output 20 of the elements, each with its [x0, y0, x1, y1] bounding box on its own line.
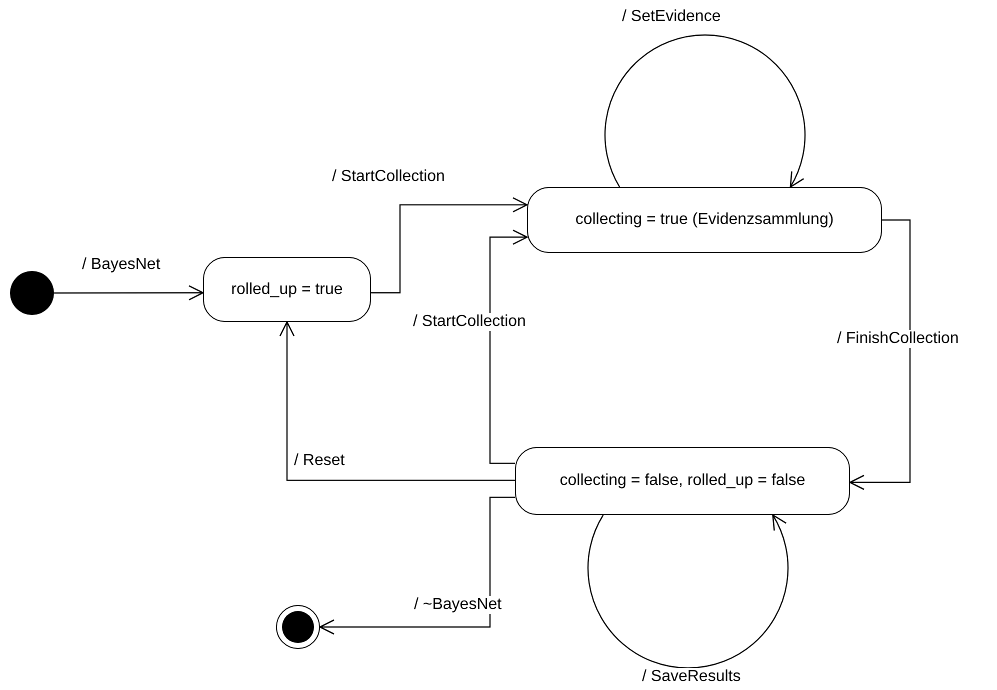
- transition-arrow: [849, 219, 911, 490]
- transition-arrow: [604, 34, 806, 188]
- transition-arrow: [279, 321, 515, 481]
- state-label: collecting = true (Evidenzsammlung): [575, 211, 834, 229]
- transition-arrow: [588, 514, 788, 668]
- transition-arrow: [319, 496, 515, 635]
- transition-arrow: [489, 230, 528, 464]
- edge-label: / BayesNet: [80, 256, 162, 274]
- state-box: [203, 257, 371, 322]
- edge-label: / ~BayesNet: [412, 596, 504, 614]
- initial-state: [10, 271, 54, 315]
- state-box: [515, 447, 850, 515]
- final-state: [276, 605, 320, 649]
- edge-label: / StartCollection: [411, 313, 528, 331]
- transition-arrow: [371, 197, 528, 294]
- state-label: collecting = false, rolled_up = false: [560, 472, 806, 490]
- state-label: rolled_up = true: [231, 280, 343, 298]
- state-box: [527, 187, 882, 253]
- transition-arrow: [54, 285, 204, 300]
- edge-label: / FinishCollection: [835, 330, 961, 348]
